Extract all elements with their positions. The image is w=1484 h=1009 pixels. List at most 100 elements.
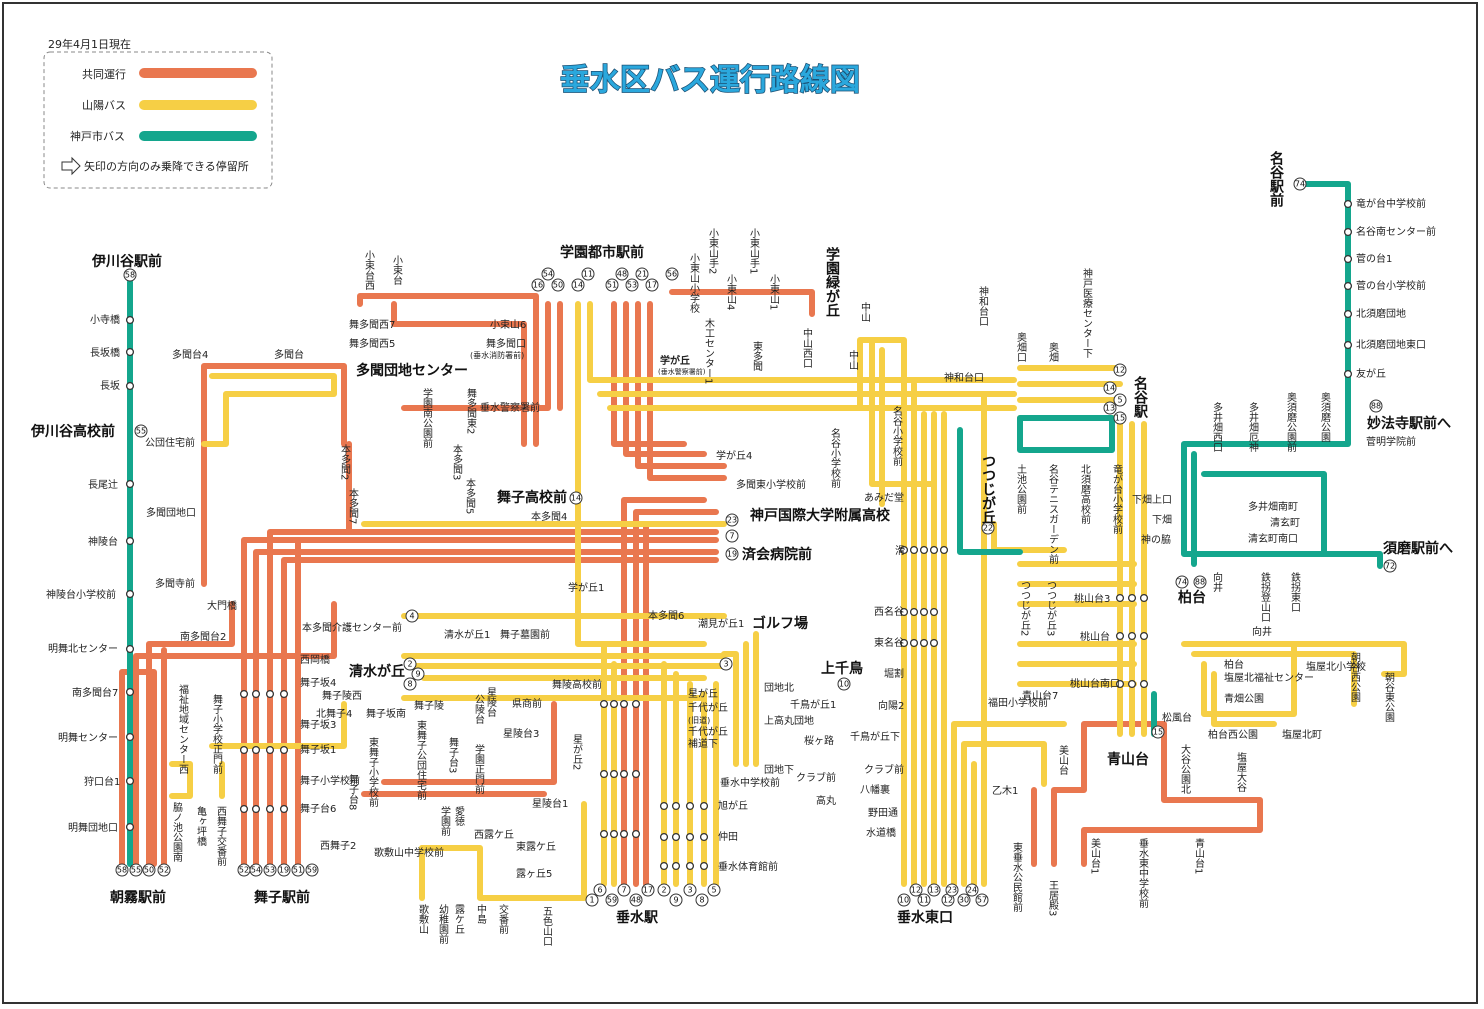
svg-text:8: 8 (699, 896, 704, 905)
stop-label: 垂水中学校前 (720, 776, 780, 789)
route-badge: 53 (263, 863, 277, 877)
stop-label: 下畑 (1152, 513, 1172, 526)
route-badge: 22 (981, 521, 995, 535)
stop-label-vertical: 小東山手2 (707, 228, 719, 275)
route-badge: 74 (1175, 575, 1189, 589)
svg-text:11: 11 (919, 896, 929, 905)
stop-label-vertical: 福祉地域センター西 (177, 683, 189, 774)
route-badge: 2 (403, 657, 417, 671)
route-badge: 7 (725, 529, 739, 543)
stop-label-vertical: 本多聞3 (451, 443, 463, 481)
stop-label: 長坂 (100, 380, 120, 392)
stop-label-vertical: 本多聞2 (339, 443, 351, 481)
route-badge: 30 (957, 893, 971, 907)
terminal-label: 青山台 (1107, 751, 1149, 768)
stop-label: 多聞団地口 (146, 506, 196, 519)
stop-label: 仲田 (718, 830, 738, 843)
svg-text:59: 59 (307, 866, 317, 875)
stop-label-vertical: 脇ノ池公園南 (171, 802, 183, 862)
terminal-label: 清水が丘 (349, 663, 405, 680)
stop-label: 星陵台1 (532, 797, 568, 810)
svg-text:55: 55 (131, 866, 141, 875)
svg-text:14: 14 (1105, 384, 1115, 393)
stop-label: 舞多聞西5 (349, 337, 395, 350)
stop-label: 乙木1 (992, 785, 1018, 797)
svg-text:9: 9 (673, 896, 678, 905)
route-badge: 59 (305, 863, 319, 877)
stop-label: 学が丘 (660, 354, 690, 367)
stop-label: 明舞センター (58, 732, 118, 744)
stop-label: 舞子台6 (300, 802, 336, 815)
route-badge: 50 (142, 863, 156, 877)
stop-label: 千代が丘 (688, 701, 728, 714)
stop-label: 神和台口 (944, 371, 984, 384)
route-badge: 72 (1383, 559, 1397, 573)
terminal-label: 須磨駅前へ (1382, 540, 1453, 557)
stop-label: 青山台7 (1022, 689, 1058, 702)
stop-label-vertical: 西舞子交番前 (215, 806, 227, 867)
route-badge: 11 (917, 893, 931, 907)
svg-text:51: 51 (293, 866, 303, 875)
stop-label: 名谷南センター前 (1356, 225, 1436, 238)
stop-label-vertical: 塩屋大谷 (1235, 751, 1247, 793)
stop-label: 多聞台 (274, 348, 304, 361)
stop-label: 舞子坂4 (300, 677, 336, 689)
stop-label: 舞子坂南 (366, 707, 406, 720)
svg-text:7: 7 (729, 532, 734, 541)
svg-text:11: 11 (583, 270, 593, 279)
svg-text:52: 52 (239, 866, 249, 875)
stop-label: 多井畑南町 (1248, 500, 1298, 513)
stop-label: 本多聞4 (531, 510, 567, 523)
stop-label: 向陽2 (878, 699, 904, 712)
stop-label: 明舞北センター (48, 643, 118, 655)
stop-label: 狩口台1 (84, 775, 120, 788)
svg-text:21: 21 (637, 270, 647, 279)
stop-label: 菅の台小学校前 (1356, 279, 1426, 292)
svg-text:15: 15 (1115, 414, 1125, 423)
stop-label-vertical: 奥畑 (1047, 341, 1059, 362)
stop-label-vertical: 名谷小学校前 (829, 427, 841, 489)
stop-labels-vertical: 小束台西 小束台 学園南公園前 舞多聞東2 本多聞2 本多聞3 本多聞7 本多聞… (171, 228, 1395, 946)
svg-text:54: 54 (543, 270, 553, 279)
stop-label: クラブ前 (796, 771, 836, 784)
route-badges: 58 55 58 55 50 52 52 54 53 19 51 59 6 59… (115, 177, 1397, 907)
route-badge: 88 (1193, 575, 1207, 589)
stop-label-vertical: 中島 (475, 903, 487, 925)
stop-label: 神陵台小学校前 (46, 588, 116, 601)
stop-label: 小束山6 (490, 319, 526, 331)
route-badge: 10 (897, 893, 911, 907)
stop-label-vertical: 星陵台 (485, 687, 497, 718)
stop-label-vertical: 舞子台8 (347, 774, 359, 811)
terminal-label: 多聞団地センター (356, 362, 468, 379)
route-badge: 16 (531, 278, 545, 292)
stop-label-vertical: 北須磨高校前 (1079, 464, 1091, 525)
stop-label-vertical: 小東山小学校 (688, 253, 700, 314)
svg-text:2: 2 (661, 886, 666, 895)
stop-label: 舞多聞西7 (349, 318, 395, 331)
legend-box (43, 51, 273, 189)
stop-label: 北須磨団地東口 (1356, 338, 1426, 351)
route-badge: 9 (669, 893, 683, 907)
svg-text:14: 14 (571, 494, 581, 503)
route-badge: 4 (405, 609, 419, 623)
terminal-label: 垂水東口 (897, 909, 953, 926)
stop-label: 潮見が丘1 (698, 617, 744, 630)
route-badge: 15 (1113, 411, 1127, 425)
legend-label-kyodo: 共同運行 (82, 68, 126, 81)
stop-label: 高丸 (816, 794, 836, 807)
stop-label: 舞多聞口 (486, 337, 526, 350)
route-badge: 14 (569, 491, 583, 505)
route-badge: 51 (605, 278, 619, 292)
route-badge: 14 (571, 278, 585, 292)
route-badge: 2 (657, 883, 671, 897)
stop-label: 向井 (1252, 625, 1272, 638)
stop-label-vertical: 名谷テニスガーデン前 (1047, 463, 1059, 565)
stop-label-vertical: 中山 (859, 301, 871, 322)
svg-text:55: 55 (136, 427, 146, 436)
route-badge: 56 (665, 267, 679, 281)
stop-label: 菅明学院前 (1366, 435, 1416, 448)
stop-label-vertical: 学園正門前 (473, 743, 485, 795)
stop-label: 旭が丘 (718, 799, 748, 812)
stop-label: 清玄町 (1270, 516, 1300, 529)
route-badge: 3 (719, 657, 733, 671)
